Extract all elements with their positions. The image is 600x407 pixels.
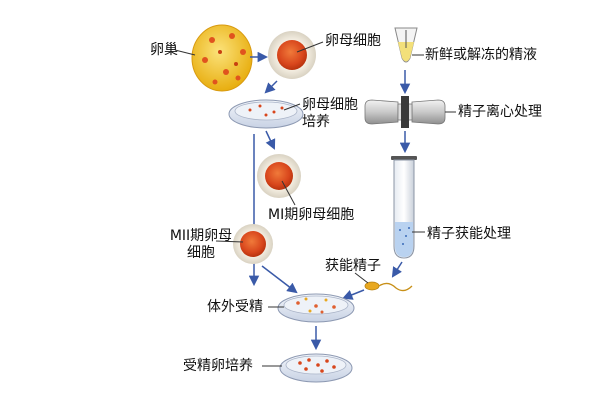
ovary-leader (174, 49, 196, 56)
label-fresh-or-thawed-semen: 新鲜或解冻的精液 (425, 47, 537, 63)
label-capacitated-sperm: 获能精子 (325, 258, 381, 274)
centrifuge-illustration (364, 96, 446, 128)
oocyte-illustration (268, 31, 316, 79)
arrow-tube-to-sperm (391, 261, 403, 278)
semen-pipette-illustration (394, 27, 418, 63)
oocyte-leader (296, 41, 324, 53)
label-sperm-capacitation: 精子获能处理 (427, 226, 511, 242)
label-oocyte-culture: 卵母细胞培养 (302, 97, 358, 130)
arrow-culture-to-mi-oocyte (265, 130, 276, 150)
sperm-illustration (364, 281, 413, 292)
test-tube-illustration (391, 156, 417, 259)
label-mii-oocyte: MII期卵母细胞 (169, 228, 233, 261)
culture-dish-illustration (228, 99, 304, 129)
mii-oocyte-leader (215, 240, 244, 243)
label-in-vitro-fertilization: 体外受精 (207, 299, 263, 315)
arrow-sperm-to-ivf (342, 289, 365, 300)
label-fertilized-egg-culture: 受精卵培养 (183, 358, 253, 374)
arrow-oocyte-to-culture (264, 80, 278, 94)
mi-oocyte-illustration (257, 154, 301, 198)
label-sperm-centrifugation: 精子离心处理 (458, 104, 542, 120)
arrow-mii-to-ivf (261, 265, 298, 294)
mi-oocyte-leader (281, 180, 296, 206)
label-oocyte: 卵母细胞 (325, 33, 381, 49)
ovary-illustration (191, 24, 253, 92)
embryo-dish-illustration (279, 353, 353, 383)
culture-leader (283, 103, 301, 111)
ivf-dish-illustration (277, 293, 355, 323)
sperm-leader (354, 272, 369, 284)
label-mi-oocyte: MI期卵母细胞 (268, 207, 355, 223)
mii-oocyte-illustration (233, 224, 273, 264)
label-ovary: 卵巢 (150, 42, 178, 58)
